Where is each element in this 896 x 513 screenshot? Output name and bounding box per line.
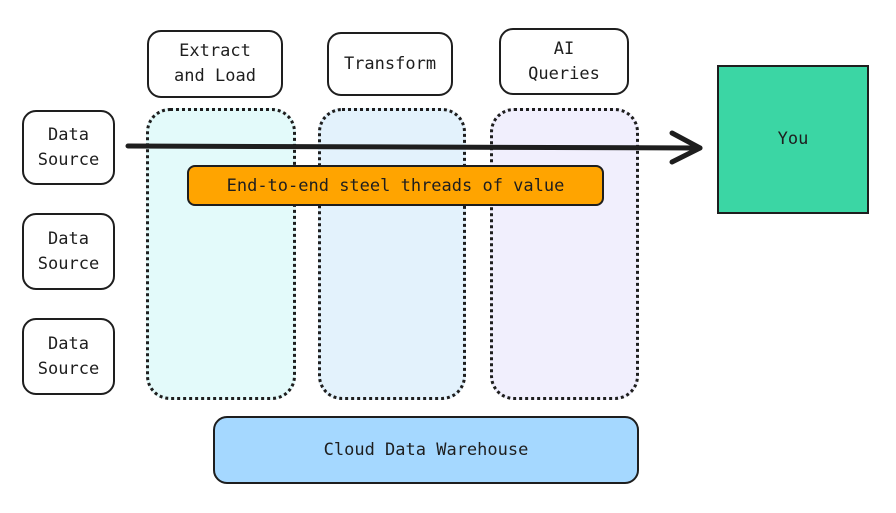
you-box: You — [717, 65, 869, 214]
transform-lane — [318, 108, 466, 400]
data-source-1: Data Source — [22, 110, 115, 185]
stage-header-extract-load: Extract and Load — [147, 30, 283, 98]
cloud-data-warehouse: Cloud Data Warehouse — [213, 416, 639, 484]
steel-threads-banner: End-to-end steel threads of value — [187, 165, 604, 206]
ai-queries-lane — [490, 108, 639, 400]
arrow-head-icon — [669, 130, 703, 165]
extract-load-lane — [146, 108, 296, 400]
data-source-2: Data Source — [22, 213, 115, 290]
stage-header-ai-queries: AI Queries — [499, 28, 629, 95]
stage-header-transform: Transform — [327, 32, 453, 96]
data-source-3: Data Source — [22, 318, 115, 395]
